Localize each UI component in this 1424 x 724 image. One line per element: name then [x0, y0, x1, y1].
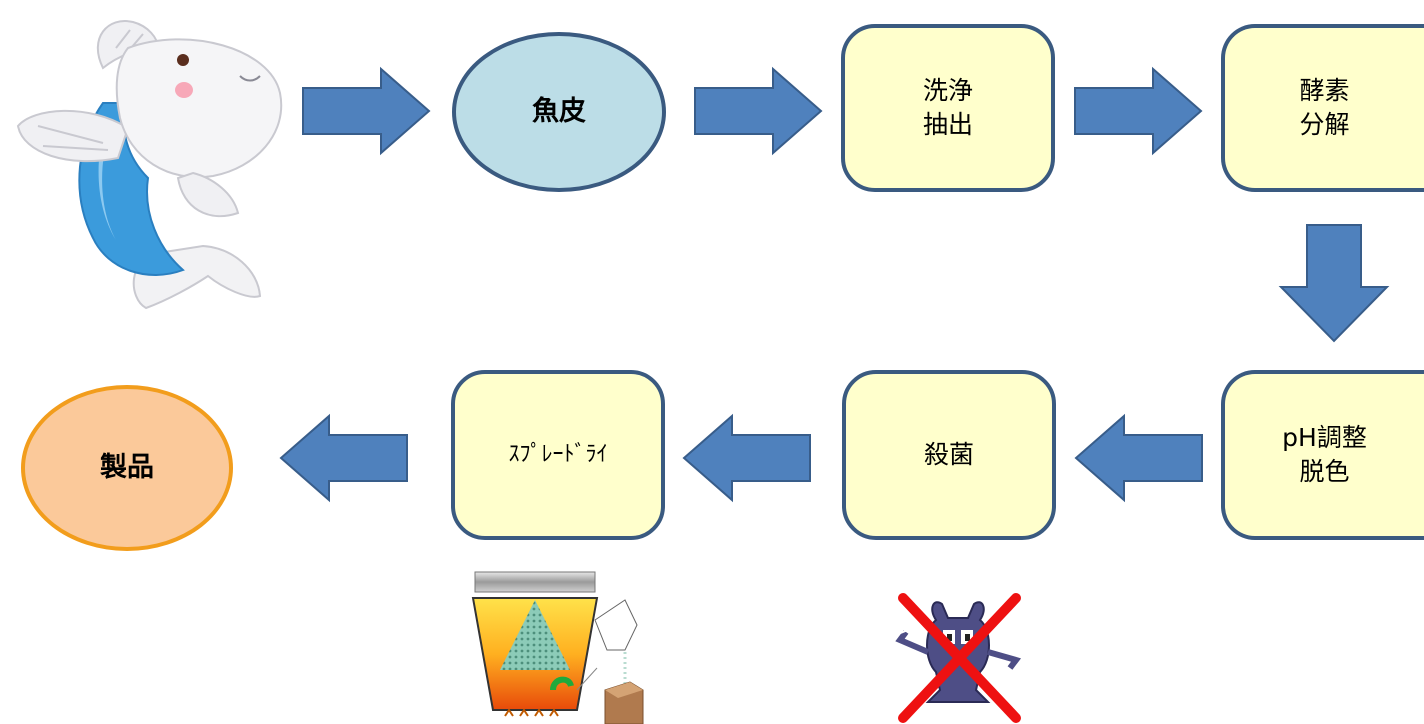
fish-skin-node: 魚皮	[452, 32, 666, 192]
arrow-down	[1278, 224, 1390, 343]
enzyme-decompose-node: 酵素 分解	[1221, 24, 1424, 192]
spray-dry-node: ｽﾌﾟﾚｰﾄﾞﾗｲ	[451, 370, 665, 540]
ph-adjust-decolor-node: pH調整 脱色	[1221, 370, 1424, 540]
arrow-right-1	[302, 66, 431, 156]
arrow-left-3	[279, 413, 408, 503]
wash-extract-node: 洗浄 抽出	[841, 24, 1055, 192]
arrow-left-2	[682, 413, 811, 503]
arrow-left-1	[1074, 413, 1203, 503]
arrow-right-2	[694, 66, 823, 156]
arrow-right-3	[1074, 66, 1203, 156]
product-node: 製品	[21, 385, 233, 551]
fish-mascot-icon	[16, 20, 283, 310]
crossed-out-germ-icon	[895, 593, 1022, 723]
sterilize-node: 殺菌	[842, 370, 1056, 540]
spray-dryer-icon	[471, 571, 644, 724]
